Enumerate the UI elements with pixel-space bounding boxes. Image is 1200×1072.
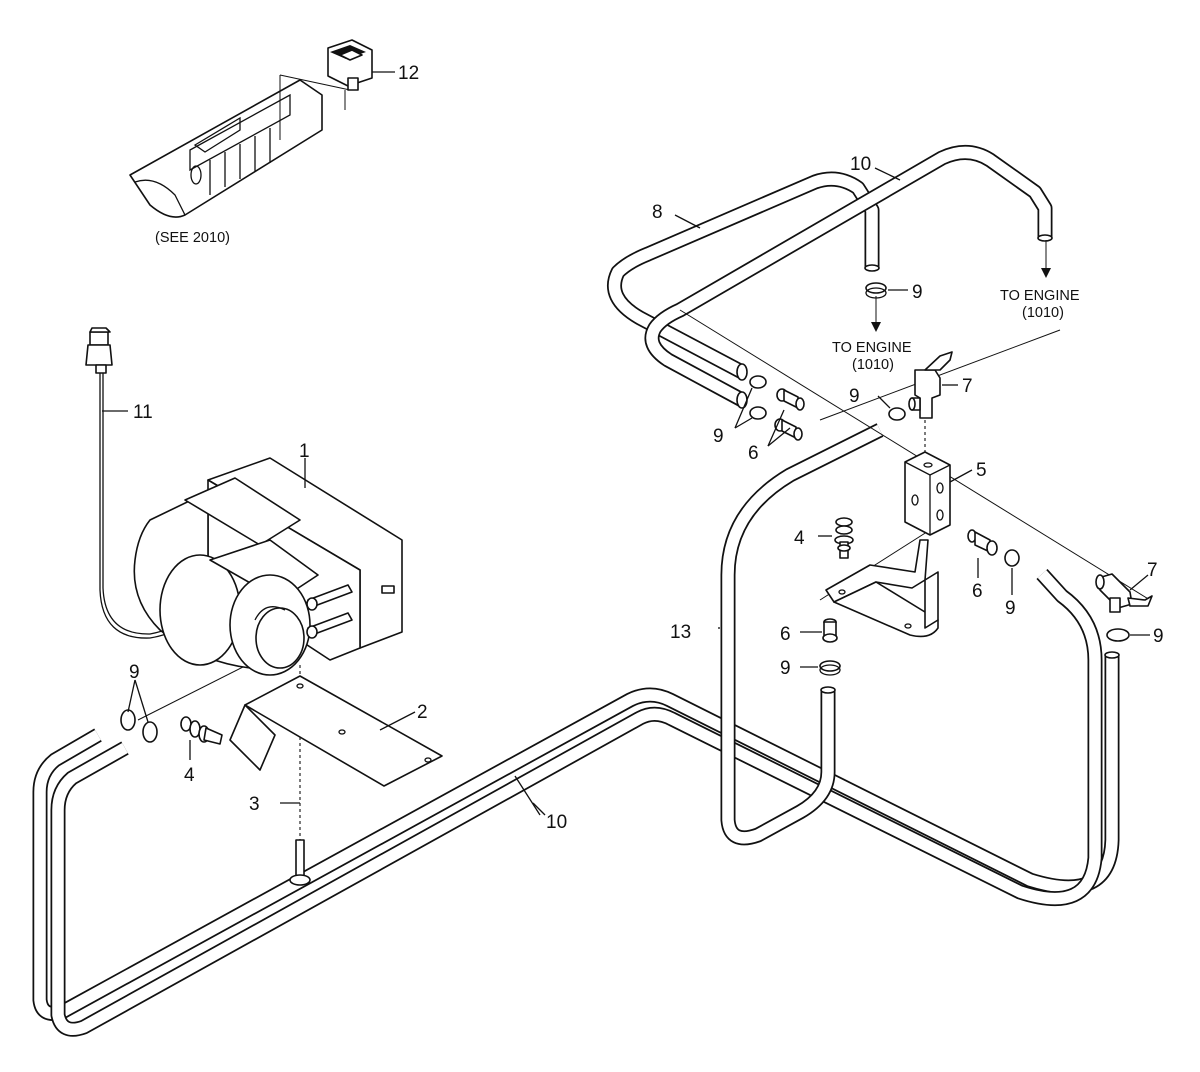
callout-7-top: 7 <box>962 376 973 397</box>
hose-10-open-end <box>736 391 748 409</box>
callout-9-center: 9 <box>849 386 860 407</box>
hose-13-end <box>820 686 836 694</box>
hose-clamp-9-top <box>865 282 887 299</box>
engine-ref-label-1: (1010) <box>852 357 894 373</box>
leader-lines <box>102 71 1150 816</box>
hose-clamp-9-lower <box>819 660 841 676</box>
heater-unit <box>133 457 403 676</box>
bolt-4-right <box>834 517 854 559</box>
to-engine-label-1: TO ENGINE <box>832 340 912 356</box>
callout-8: 8 <box>652 202 663 223</box>
manifold-bracket <box>825 539 939 638</box>
fitting-6-upper-a <box>776 388 805 411</box>
fitting-6-right <box>967 529 998 556</box>
centerline-upper <box>819 329 1061 421</box>
rocker-switch <box>327 39 373 91</box>
callout-13: 13 <box>670 622 691 643</box>
callout-7-right: 7 <box>1147 560 1158 581</box>
callout-9-right: 9 <box>1005 598 1016 619</box>
fitting-6-lower <box>822 618 838 643</box>
callout-5: 5 <box>976 460 987 481</box>
hose-clamps-9-left <box>120 709 158 743</box>
mounting-bracket-2 <box>229 675 443 787</box>
callout-11: 11 <box>133 402 153 423</box>
callout-4-left: 4 <box>184 765 195 786</box>
hose-8 <box>607 171 880 379</box>
callout-3: 3 <box>249 794 260 815</box>
centerline-manifold <box>679 309 1151 601</box>
bolt-4-left <box>180 716 223 745</box>
manifold-block-5 <box>904 451 951 536</box>
callout-9-left: 9 <box>129 662 140 683</box>
drain-valve-7-top <box>908 351 953 419</box>
callout-12: 12 <box>398 63 419 84</box>
hose-10-upper <box>644 145 1053 407</box>
hose-clamp-9-center <box>888 407 906 421</box>
callout-6-right: 6 <box>972 581 983 602</box>
hose-clamps-9-upper <box>749 375 767 420</box>
hose-clamp-9-far-right <box>1106 628 1130 642</box>
callout-9-far-right: 9 <box>1153 626 1164 647</box>
callout-2: 2 <box>417 702 428 723</box>
screw-3 <box>289 839 311 886</box>
hose-10-upper-end <box>1037 234 1053 242</box>
engine-arrow-1 <box>871 322 881 332</box>
callout-1: 1 <box>299 441 310 462</box>
drain-valve-7-right <box>1095 573 1153 613</box>
hose-10-right-end <box>1104 651 1120 659</box>
callout-9-lower: 9 <box>780 658 791 679</box>
hose-13 <box>720 423 884 846</box>
hose-10-lower-inner <box>50 568 1103 1037</box>
callout-4-right: 4 <box>794 528 805 549</box>
connector <box>85 327 113 374</box>
dash-panel <box>129 74 351 218</box>
see-reference-note: (SEE 2010) <box>155 230 230 246</box>
callout-10-top: 10 <box>850 154 871 175</box>
callout-9-upper-left: 9 <box>713 426 724 447</box>
hose-8-end <box>864 264 880 272</box>
hose-clamp-9-right <box>1004 549 1020 567</box>
engine-ref-label-2: (1010) <box>1022 305 1064 321</box>
callout-9-top: 9 <box>912 282 923 303</box>
callout-6-lower: 6 <box>780 624 791 645</box>
engine-arrow-2 <box>1041 268 1051 278</box>
callout-10-bottom: 10 <box>546 812 567 833</box>
to-engine-label-2: TO ENGINE <box>1000 288 1080 304</box>
hose-8-open-end <box>736 363 748 381</box>
callout-6-upper: 6 <box>748 443 759 464</box>
